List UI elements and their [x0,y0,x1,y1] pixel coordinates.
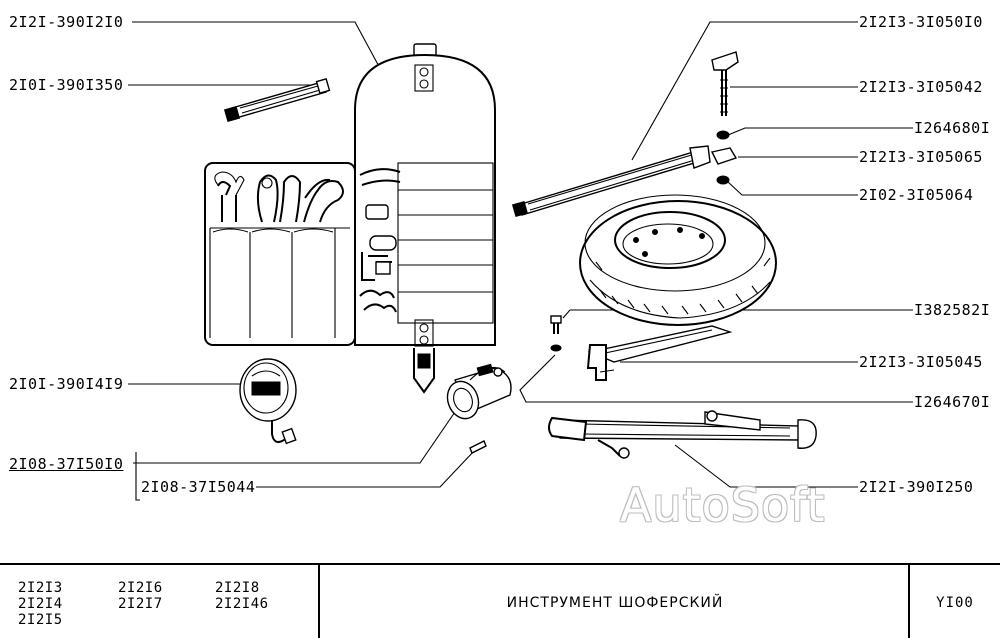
callout-bolt: 2I2I3-3I05042 [858,78,984,96]
model-code: 2I2I5 [18,612,63,628]
callout-pump-adapter: 2I08-37I5044 [140,478,257,496]
model-code: 2I2I46 [215,596,269,612]
callout-washer-upper: I264680I [913,119,992,137]
spare-tyre [579,194,777,326]
callout-strap: 2I0I-390I350 [8,76,125,94]
tool-roll-bag [204,43,496,394]
callout-washer-lower: 2I02-3I05064 [858,186,975,204]
model-code: 2I2I6 [118,580,163,596]
callout-wheel-wrench: 2I2I3-3I050I0 [858,13,984,31]
model-code: 2I2I4 [18,596,63,612]
section-title-cell: ИНСТРУМЕНТ ШОФЕРСКИЙ [320,565,910,638]
exploded-parts-drawing [128,21,913,501]
pressure-gauge [239,358,297,445]
model-code: 2I2I7 [118,596,163,612]
title-block: 2I2I3 2I2I4 2I2I5 2I2I6 2I2I7 2I2I8 2I2I… [0,563,1000,638]
callout-washer-small: I264670I [913,393,992,411]
model-code: 2I2I3 [18,580,63,596]
callout-spare-holder: 2I2I3-3I05045 [858,353,984,371]
callout-bracket-plate: 2I2I3-3I05065 [858,148,984,166]
callout-pump: 2I08-37I50I0 [8,455,125,473]
strap [223,77,331,123]
section-code: YI00 [936,595,974,611]
spare-wheel-fasteners [710,51,739,185]
spare-holder [550,315,733,381]
model-list: 2I2I3 2I2I4 2I2I5 2I2I6 2I2I7 2I2I8 2I2I… [0,565,320,638]
leader-lines [128,21,913,501]
section-code-cell: YI00 [910,565,1000,638]
callout-bag: 2I2I-390I2I0 [8,13,125,31]
callout-screw: I382582I [913,301,992,319]
wheel-wrench [511,145,711,218]
callout-jack: 2I2I-390I250 [858,478,975,496]
car-jack [548,410,817,459]
watermark: AutoSoft [620,478,826,532]
callout-gauge: 2I0I-390I4I9 [8,375,125,393]
section-title: ИНСТРУМЕНТ ШОФЕРСКИЙ [506,595,724,611]
tyre-pump [446,363,512,454]
model-code: 2I2I8 [215,580,260,596]
